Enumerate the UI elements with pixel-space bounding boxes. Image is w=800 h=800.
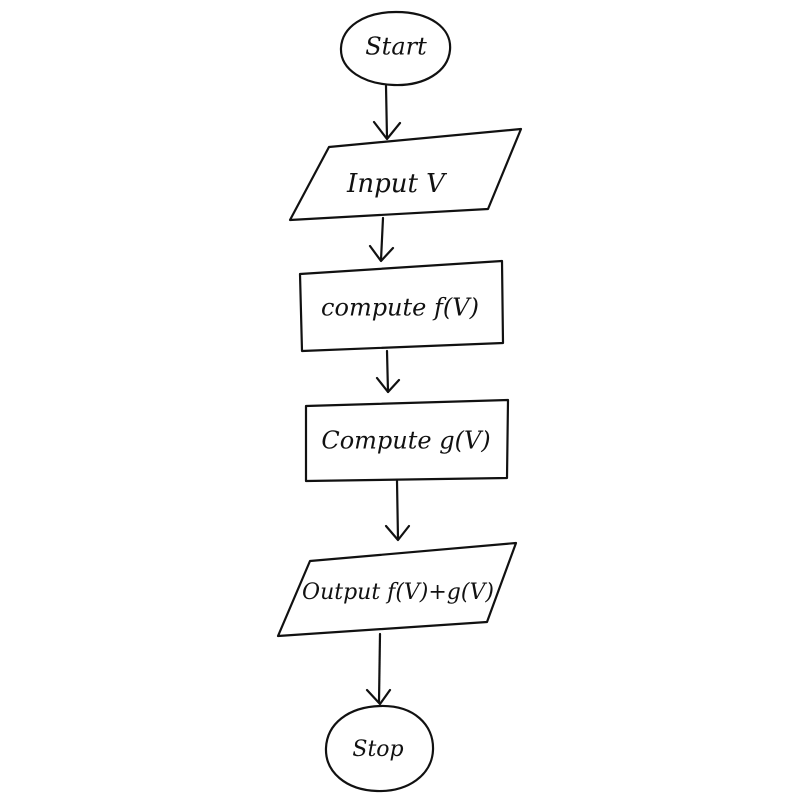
compute-g-label: Compute g(V) bbox=[321, 427, 490, 455]
arrow-start-to-input bbox=[372, 84, 402, 141]
compute-f-label: compute f(V) bbox=[321, 294, 479, 322]
stop-oval bbox=[324, 704, 435, 793]
output-node: Output f(V)+g(V) bbox=[276, 541, 518, 638]
compute-f-node: compute f(V) bbox=[298, 259, 505, 353]
input-label: Input V bbox=[346, 169, 447, 199]
output-label: Output f(V)+g(V) bbox=[302, 580, 494, 605]
compute-f-rectangle bbox=[298, 259, 505, 353]
compute-g-node: Compute g(V) bbox=[304, 398, 510, 483]
arrow-output-to-stop bbox=[365, 632, 392, 706]
start-node: Start bbox=[339, 10, 452, 87]
input-node: Input V bbox=[288, 127, 523, 222]
arrow-input-to-compute-f bbox=[368, 216, 395, 263]
start-label: Start bbox=[365, 33, 427, 61]
arrow-compute-f-to-compute-g bbox=[375, 349, 401, 394]
output-parallelogram bbox=[276, 541, 518, 638]
start-oval bbox=[339, 10, 452, 87]
stop-label: Stop bbox=[352, 737, 403, 762]
compute-g-rectangle bbox=[304, 398, 510, 483]
input-parallelogram bbox=[288, 127, 523, 222]
arrow-compute-g-to-output bbox=[384, 479, 411, 542]
stop-node: Stop bbox=[324, 704, 435, 793]
